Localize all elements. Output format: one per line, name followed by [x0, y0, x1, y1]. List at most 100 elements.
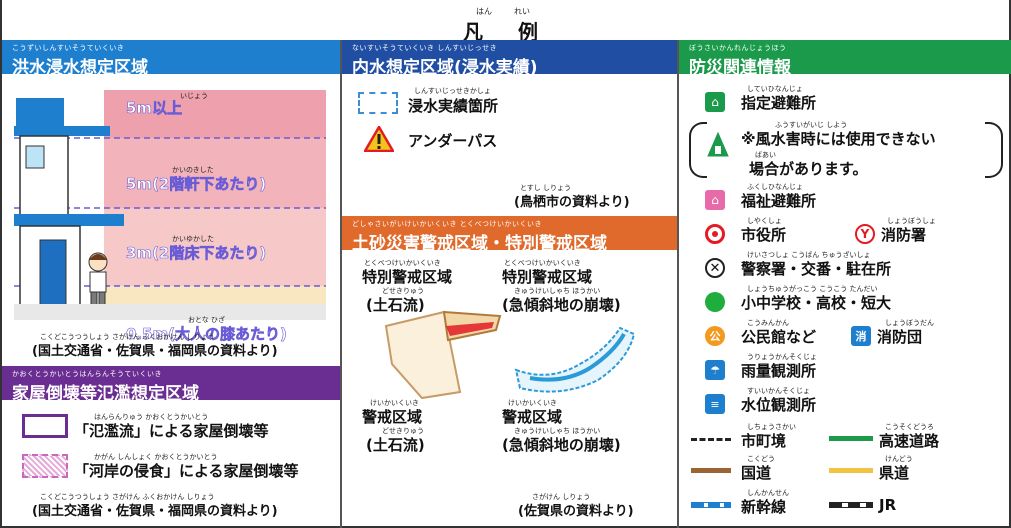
rain-gauge-label: 雨量観測所: [741, 362, 817, 380]
collapse-item-erosion: 「河岸の侵食」による家屋倒壊等: [74, 462, 299, 480]
municipal-boundary-label: 市町境: [741, 432, 787, 450]
prefectural-road-line: [829, 468, 873, 473]
warning-label-debris: 警戒区域: [362, 408, 423, 426]
flood-source-ruby: こくどこうつうしょう さがけん ふくおかけん しりょう: [40, 333, 215, 341]
flood-depth-diagram: [14, 90, 326, 320]
disaster-ruby-5: しょうぼうしょ: [887, 217, 936, 225]
disaster-ruby-6: けいさつしょ こうばん ちゅうざいしょ: [747, 251, 871, 259]
disaster-ruby-7: しょうちゅうがっこう こうこう たんだい: [747, 285, 878, 293]
level-band-05m: [104, 286, 326, 304]
level-label-5m: 5m(2階軒下あたり): [126, 175, 267, 194]
disaster-ruby-15: けんどう: [885, 455, 913, 463]
school-icon: [705, 292, 725, 312]
national-road-line: [691, 468, 731, 473]
inland-source: (鳥栖市の資料より): [514, 195, 630, 210]
landslide-header: どしゃさいがいけいかいくいき とくべつけいかいくいき 土砂災害警戒区域・特別警戒…: [342, 216, 677, 254]
inundation-record-swatch: [358, 92, 398, 114]
collapse-header-ruby: かおくとうかいとうはんらんそうていくいき: [12, 370, 162, 378]
slope-label-2: (急傾斜地の崩壊): [502, 436, 621, 454]
shinkansen-label: 新幹線: [741, 498, 787, 516]
column-disaster: ぼうさいかんれんじょうほう 防災関連情報 ⌂ していひなんじょ 指定避難所 ふう…: [679, 40, 1011, 528]
collapse-item-flow: 「氾濫流」による家屋倒壊等: [74, 422, 269, 440]
disaster-ruby-4: しやくしょ: [747, 217, 782, 225]
inland-item-record: 浸水実績箇所: [408, 97, 499, 115]
title-ruby-1: はん: [476, 7, 492, 16]
level-ruby-1: いじょう: [180, 92, 208, 100]
debris-label-2: (土石流): [366, 436, 425, 454]
restricted-shelter-icon: [707, 132, 729, 157]
disaster-ruby-12: しちょうさかい: [747, 423, 796, 431]
level-label-05m: 0.5m(大人の膝あたり): [126, 325, 288, 344]
flood-header: こうずいしんすいそうていくいき 洪水浸水想定区域: [2, 40, 340, 78]
welfare-shelter-icon: ⌂: [705, 190, 725, 210]
jr-label: JR: [879, 496, 897, 514]
fire-station-icon: Y: [855, 224, 875, 244]
flood-flow-swatch: [22, 414, 68, 438]
legend-title: はん れい 凡 例: [2, 4, 1011, 44]
disaster-header-text: 防災関連情報: [689, 58, 791, 78]
special-ruby-1: とくべつけいかいくいき: [364, 259, 441, 267]
note-bracket-right: [985, 122, 1003, 178]
jr-line: [829, 502, 873, 508]
disaster-ruby-16: しんかんせん: [747, 489, 789, 497]
disaster-header: ぼうさいかんれんじょうほう 防災関連情報: [679, 40, 1011, 78]
shelter-note-2: 場合があります。: [749, 160, 868, 178]
inland-item-underpass: アンダーパス: [408, 132, 498, 150]
collapse-source-ruby: こくどこうつうしょう さがけん ふくおかけん しりょう: [40, 493, 215, 501]
city-hall-label: 市役所: [741, 226, 787, 244]
special-label-debris: 特別警戒区域: [362, 268, 453, 286]
collapse-ruby-2: かがん しんしょく かおくとうかいとう: [94, 453, 218, 461]
national-road-label: 国道: [741, 464, 772, 482]
flood-header-ruby: こうずいしんすいそうていくいき: [12, 44, 125, 52]
disaster-ruby-11: すいいかんそくじょ: [747, 387, 810, 395]
level-ruby-2: かいのきした: [172, 166, 214, 174]
title-ruby-2: れい: [514, 7, 530, 16]
expressway-label: 高速道路: [879, 432, 940, 450]
city-hall-icon: [705, 224, 725, 244]
debris-label-1: (土石流): [366, 296, 425, 314]
warning-label-slope: 警戒区域: [502, 408, 563, 426]
inland-ruby-1: しんすいじっせきかしょ: [414, 87, 491, 95]
collapse-ruby-1: はんらんりゅう かおくとうかいとう: [94, 413, 209, 421]
disaster-ruby-14: こくどう: [747, 455, 775, 463]
fire-corps-label: 消防団: [877, 328, 923, 346]
shinkansen-line: [691, 502, 731, 508]
fire-station-label: 消防署: [881, 226, 927, 244]
flood-header-text: 洪水浸水想定区域: [12, 58, 148, 78]
level-band-5m: [104, 138, 326, 208]
bank-erosion-swatch: [22, 454, 68, 478]
house-icon: [14, 98, 124, 307]
column-flood: こうずいしんすいそうていくいき 洪水浸水想定区域: [2, 40, 342, 528]
special-label-slope: 特別警戒区域: [502, 268, 593, 286]
column-inland: ないすいそうていくいき しんすいじっせき 内水想定区域(浸水実績) しんすいじっ…: [342, 40, 679, 528]
landslide-header-text: 土砂災害警戒区域・特別警戒区域: [352, 234, 607, 254]
landslide-header-ruby: どしゃさいがいけいかいくいき とくべつけいかいくいき: [352, 220, 543, 228]
debris-ruby-2: どせきりゅう: [382, 427, 424, 435]
slope-ruby-1: きゅうけいしゃち ほうかい: [514, 287, 601, 295]
disaster-ruby-8: こうみんかん: [747, 319, 789, 327]
designated-shelter-label: 指定避難所: [741, 94, 817, 112]
disaster-ruby-2: ばあい: [755, 151, 776, 159]
inland-header-text: 内水想定区域(浸水実績): [352, 58, 538, 78]
level-label-3m: 3m(2階床下あたり): [126, 244, 267, 263]
level-ruby-3: かいゆかした: [172, 235, 214, 243]
steep-slope-diagram: [514, 326, 636, 393]
person-icon: [88, 252, 108, 307]
police-icon: ✕: [705, 258, 725, 278]
disaster-ruby-0: していひなんじょ: [747, 85, 803, 93]
school-label: 小中学校・高校・短大: [741, 294, 892, 312]
landslide-source: (佐賀県の資料より): [518, 504, 634, 519]
disaster-ruby-9: しょうぼうだん: [885, 319, 934, 327]
disaster-ruby-13: こうそくどうろ: [885, 423, 934, 431]
special-ruby-2: とくべつけいかいくいき: [504, 259, 581, 267]
prefectural-road-label: 県道: [879, 464, 910, 482]
disaster-ruby-3: ふくしひなんじょ: [747, 183, 803, 191]
rain-gauge-icon: ☂: [705, 360, 725, 380]
water-level-gauge-icon: ≡: [705, 394, 725, 414]
disaster-ruby-1: ふうすいがいじ しよう: [775, 121, 848, 129]
community-center-label: 公民館など: [741, 328, 817, 346]
municipal-boundary-line: [691, 438, 731, 441]
flood-source: (国土交通省・佐賀県・福岡県の資料より): [32, 344, 278, 359]
level-ruby-4: おとな ひざ: [188, 316, 226, 324]
